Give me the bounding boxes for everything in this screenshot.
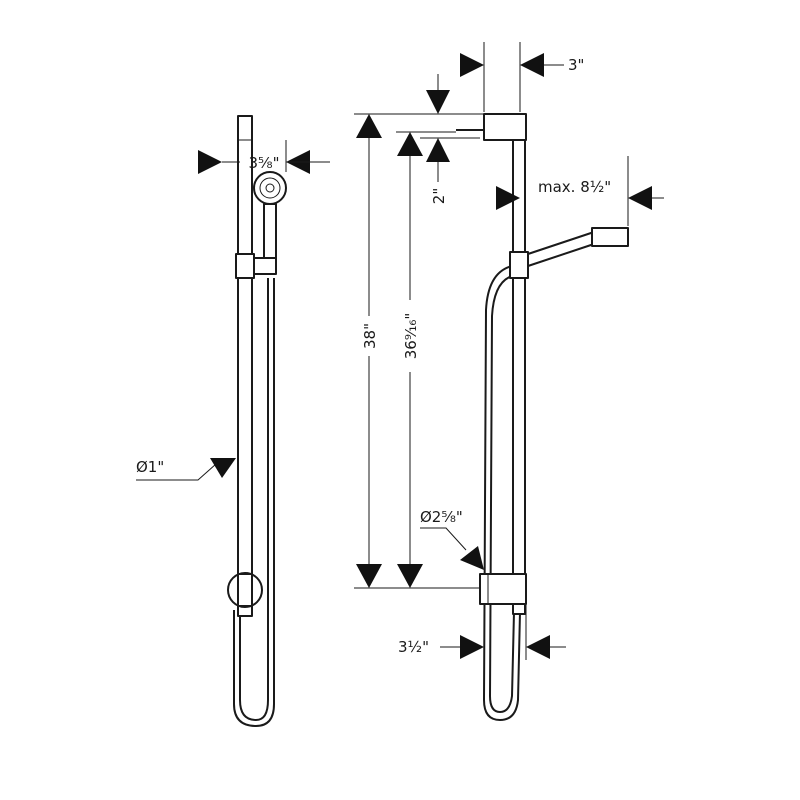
label-top-offset: 2" <box>430 188 448 204</box>
side-rail <box>512 139 526 615</box>
label-height-center: 36⁹⁄₁₆" <box>402 313 420 360</box>
arrow-mount-offset-left <box>460 53 484 77</box>
label-rail-diameter: Ø1" <box>136 458 164 476</box>
dimension-height-total: 38" <box>354 113 484 589</box>
front-shower-handle <box>263 203 277 261</box>
front-hose <box>239 278 269 722</box>
arrow-height-center-bottom <box>397 564 423 588</box>
dimension-arm-reach: max. 8½" <box>496 156 664 226</box>
front-shower-head-ring <box>259 177 281 199</box>
arrow-top-offset-up <box>426 138 450 162</box>
arrow-height-total-bottom <box>356 564 382 588</box>
front-shower-head <box>253 171 287 205</box>
arrow-mount-offset-right <box>520 53 544 77</box>
label-head-width: 3⁵⁄₈" <box>249 154 280 172</box>
front-shower-head-center <box>265 183 275 193</box>
label-arm-reach: max. 8½" <box>538 178 611 196</box>
side-hose-inner <box>488 275 515 714</box>
leader-bottom-bracket-diameter <box>420 527 467 551</box>
dimension-bottom-bracket-diameter: Ø2⁵⁄₈" <box>420 508 484 570</box>
side-arm <box>527 231 595 267</box>
leader-rail-diameter <box>136 463 217 481</box>
front-bottom-holder-core <box>237 573 253 607</box>
arrow-height-total-top <box>356 114 382 138</box>
arrow-height-center-top <box>397 132 423 156</box>
arrow-top-offset-down <box>426 90 450 114</box>
side-view <box>456 113 629 722</box>
dimension-rail-diameter: Ø1" <box>136 458 236 481</box>
side-hose-outer <box>482 265 521 722</box>
front-slider <box>235 253 255 279</box>
front-rail <box>237 115 253 617</box>
front-view <box>227 115 287 728</box>
side-slider <box>509 251 529 279</box>
dimension-top-offset: 2" <box>420 74 484 204</box>
side-top-bracket <box>483 113 527 141</box>
arrow-arm-reach-right <box>628 186 652 210</box>
label-bottom-bracket-diameter: Ø2⁵⁄₈" <box>420 508 463 526</box>
dimension-mount-offset: 3" <box>460 42 584 112</box>
label-height-total: 38" <box>361 323 379 349</box>
arrow-bottom-depth-right <box>526 635 550 659</box>
arrow-arm-reach-left <box>496 186 520 210</box>
label-bottom-depth: 3½" <box>398 638 429 656</box>
arrow-head-width-left <box>198 150 222 174</box>
dimension-head-width: 3⁵⁄₈" <box>198 140 330 174</box>
side-bottom-bracket <box>479 573 527 605</box>
dimension-bottom-depth: 3½" <box>398 604 566 660</box>
arrow-bottom-bracket-diameter <box>460 546 484 570</box>
arrow-rail-diameter <box>210 458 236 478</box>
side-arm-head <box>591 227 629 247</box>
front-slider-holder <box>253 257 277 275</box>
front-hose-inner <box>233 278 275 728</box>
dimension-height-center: 36⁹⁄₁₆" <box>396 131 456 588</box>
arrow-bottom-depth-left <box>460 635 484 659</box>
label-mount-offset: 3" <box>568 56 584 74</box>
